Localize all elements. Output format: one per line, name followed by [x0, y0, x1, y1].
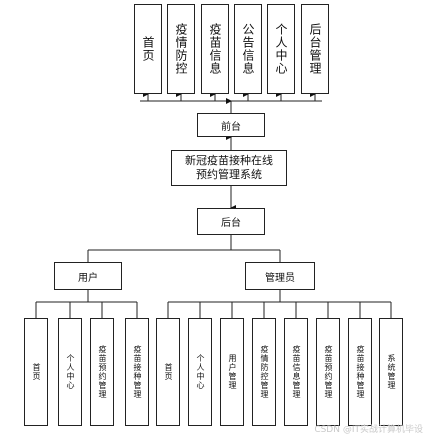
admin-module-user-management: 用户管理: [220, 318, 244, 426]
admin-module-personal-center-label: 个人中心: [196, 354, 205, 390]
top-module-announcements-label: 公告信息: [241, 23, 255, 75]
user-module-vaccination: 疫苗接种管理: [125, 318, 149, 426]
admin-module-personal-center: 个人中心: [188, 318, 212, 426]
user-module-home-label: 首页: [32, 363, 41, 381]
top-module-personal-center-label: 个人中心: [274, 23, 288, 75]
admin-module-vaccine-appointment: 疫苗预约管理: [316, 318, 340, 426]
admin-module-vaccination-label: 疫苗接种管理: [356, 345, 365, 399]
admin-module-vaccine-info-management: 疫苗信息管理: [284, 318, 308, 426]
admin-module-vaccine-info-management-label: 疫苗信息管理: [292, 345, 301, 399]
system-title: 新冠疫苗接种在线预约管理系统: [185, 154, 273, 181]
admin-module-user-management-label: 用户管理: [228, 354, 237, 390]
top-module-home: 首页: [134, 4, 162, 94]
backend-label: 后台: [221, 218, 241, 229]
frontend-node: 前台: [197, 113, 265, 137]
admin-module-home: 首页: [156, 318, 180, 426]
user-role-node: 用户: [54, 262, 122, 290]
user-module-vaccination-label: 疫苗接种管理: [133, 345, 142, 399]
top-module-home-label: 首页: [141, 36, 155, 62]
top-module-personal-center: 个人中心: [267, 4, 295, 94]
user-module-vaccine-appointment: 疫苗预约管理: [90, 318, 114, 426]
backend-node: 后台: [197, 208, 265, 235]
watermark: CSDN @IT实战计算机毕设: [314, 425, 423, 435]
admin-role-node: 管理员: [245, 262, 315, 290]
top-module-backend-admin: 后台管理: [301, 4, 329, 94]
user-module-home: 首页: [24, 318, 48, 426]
admin-module-epidemic-management: 疫情防控管理: [252, 318, 276, 426]
system-title-node: 新冠疫苗接种在线预约管理系统: [171, 150, 287, 186]
admin-module-vaccine-appointment-label: 疫苗预约管理: [324, 345, 333, 399]
user-module-vaccine-appointment-label: 疫苗预约管理: [98, 345, 107, 399]
admin-module-system-management-label: 系统管理: [387, 354, 396, 390]
top-module-vaccine-info: 疫苗信息: [201, 4, 229, 94]
admin-role-label: 管理员: [265, 272, 295, 284]
admin-module-epidemic-management-label: 疫情防控管理: [260, 345, 269, 399]
top-module-backend-admin-label: 后台管理: [308, 23, 322, 75]
admin-module-home-label: 首页: [164, 363, 173, 381]
user-role-label: 用户: [78, 272, 98, 284]
frontend-label: 前台: [221, 121, 241, 133]
admin-module-vaccination: 疫苗接种管理: [348, 318, 372, 426]
user-module-personal-center: 个人中心: [58, 318, 82, 426]
top-module-announcements: 公告信息: [234, 4, 262, 94]
top-module-epidemic-prevention-label: 疫情防控: [174, 23, 188, 75]
admin-module-system-management: 系统管理: [379, 318, 403, 426]
user-module-personal-center-label: 个人中心: [66, 354, 75, 390]
top-module-epidemic-prevention: 疫情防控: [167, 4, 195, 94]
top-module-vaccine-info-label: 疫苗信息: [208, 23, 222, 75]
